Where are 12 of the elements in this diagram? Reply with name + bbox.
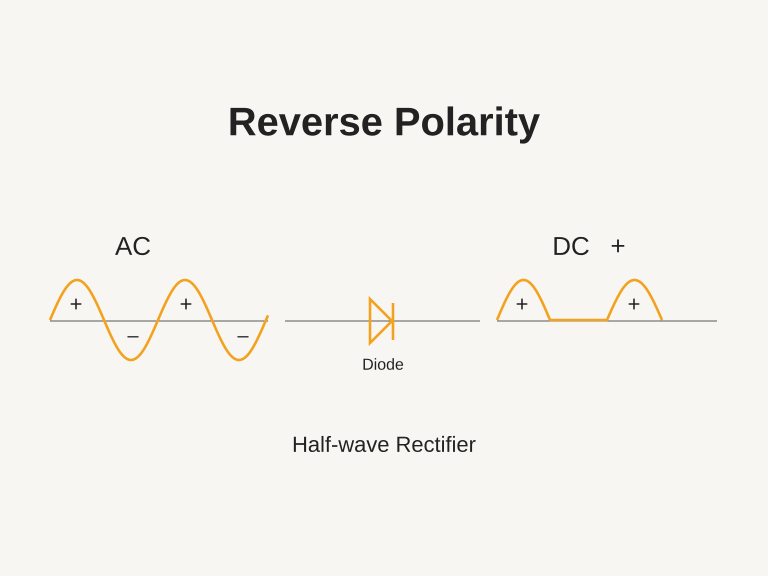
signal-label: DC	[554, 236, 589, 256]
polarity-sign: –	[127, 336, 139, 338]
polarity-sign: +	[628, 298, 640, 310]
polarity-sign: –	[237, 336, 249, 338]
polarity-sign: +	[612, 240, 624, 252]
polarity-sign: +	[516, 298, 528, 310]
polarity-sign: +	[70, 298, 82, 310]
polarity-sign: +	[180, 298, 192, 310]
signal-label: AC	[115, 236, 150, 256]
title: Reverse Polarity	[230, 106, 540, 144]
component-label: Diode	[364, 358, 404, 370]
caption: Half-wave Rectifier	[294, 436, 476, 452]
